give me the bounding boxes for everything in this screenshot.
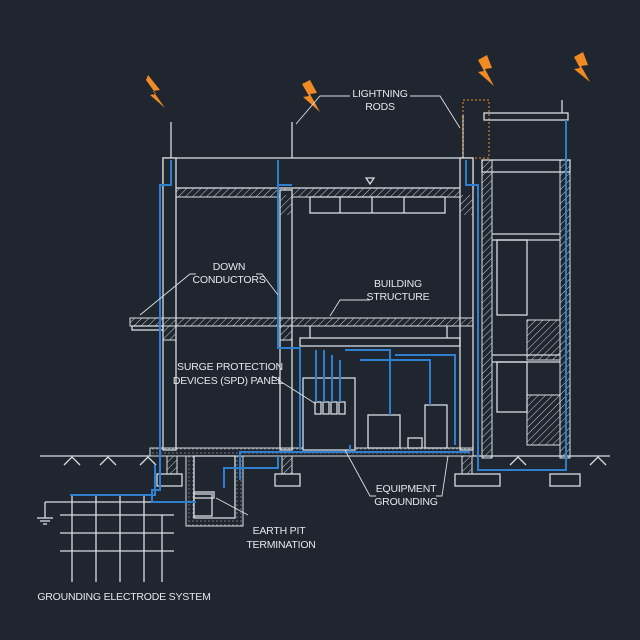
- label-equipment-grounding-1: EQUIPMENT: [376, 483, 437, 495]
- label-spd-panel-1: SURGE PROTECTION: [177, 361, 283, 373]
- earth-pit: [185, 455, 244, 527]
- label-building-structure-1: BUILDING: [374, 278, 422, 290]
- lightning-bolt-icon: [574, 52, 590, 82]
- grounding-electrode-grid: [37, 495, 186, 582]
- down-conductors: [70, 120, 567, 503]
- lightning-bolts: [146, 52, 590, 112]
- lightning-bolt-icon: [478, 55, 494, 86]
- tower-structure: [481, 112, 571, 459]
- label-earth-pit-2: TERMINATION: [246, 539, 315, 551]
- label-down-conductors-1: DOWN: [213, 261, 245, 273]
- label-grounding-system: GROUNDING ELECTRODE SYSTEM: [37, 591, 210, 603]
- lightning-bolt-icon: [146, 75, 165, 108]
- label-building-structure-2: STRUCTURE: [367, 291, 430, 303]
- lightning-rods: [170, 99, 563, 160]
- foundation: [40, 455, 610, 487]
- label-lightning-rods-1: LIGHTNING: [352, 88, 407, 100]
- label-equipment-grounding-2: GROUNDING: [374, 496, 438, 508]
- label-lightning-rods-2: RODS: [365, 101, 395, 113]
- lightning-bolt-icon: [302, 80, 320, 112]
- spd-panel: [302, 377, 356, 451]
- ground-symbol-icon: [37, 502, 53, 525]
- leader-lines: [139, 95, 461, 516]
- label-earth-pit-1: EARTH PIT: [253, 525, 307, 537]
- label-spd-panel-2: DEVICES (SPD) PANEL: [173, 375, 284, 387]
- label-down-conductors-2: CONDUCTORS: [192, 274, 265, 286]
- building-structure: [129, 157, 474, 457]
- labels: LIGHTNING RODS DOWN CONDUCTORS BUILDING …: [37, 88, 438, 603]
- equipment: [367, 404, 448, 449]
